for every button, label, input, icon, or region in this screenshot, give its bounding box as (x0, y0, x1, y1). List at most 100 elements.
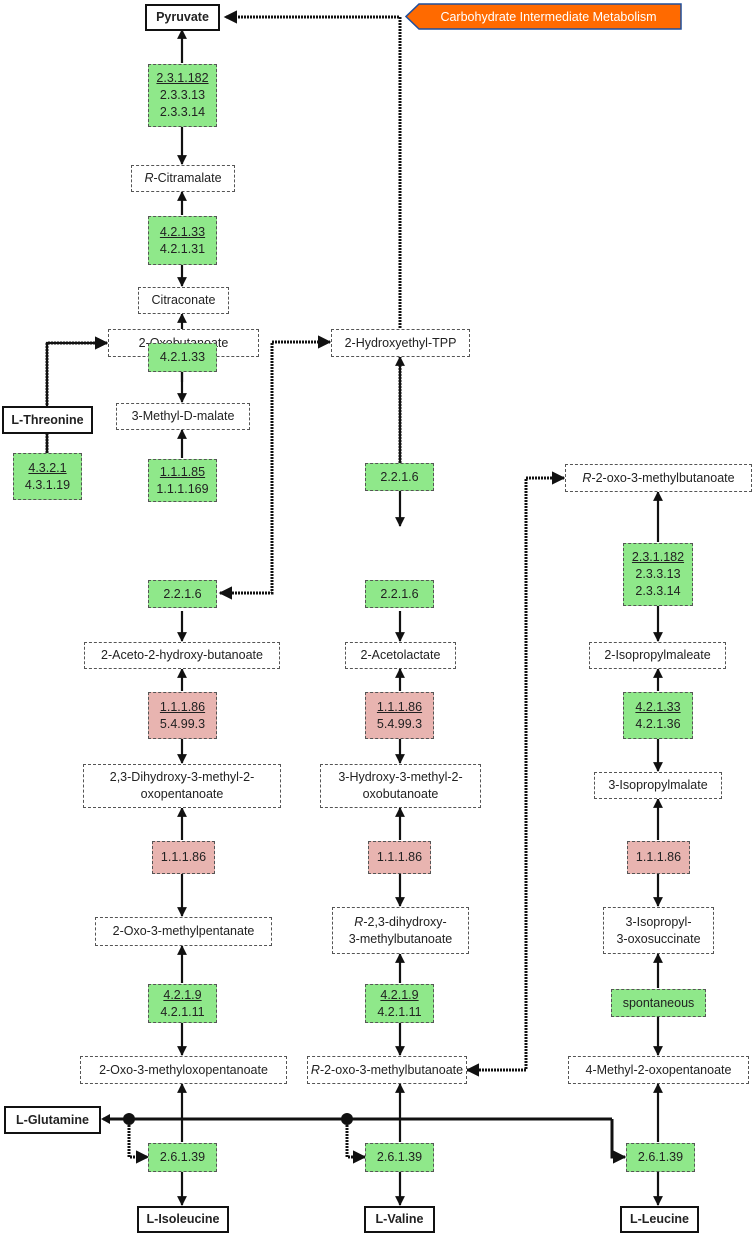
enzyme-box[interactable]: 2.2.1.6 (365, 580, 434, 608)
enzyme-box[interactable]: 4.3.2.1 4.3.1.19 (13, 453, 82, 500)
ec-number: 5.4.99.3 (376, 716, 423, 731)
enzyme-box[interactable]: 4.2.1.33 4.2.1.36 (623, 692, 693, 739)
node-r-dihydroxy-methylbutanoate[interactable]: R-2,3-dihydroxy- 3-methylbutanoate (332, 907, 469, 954)
banner-fill (404, 3, 682, 30)
stereo-prefix: R (582, 470, 592, 485)
ec-number: 4.2.1.33 (159, 350, 206, 364)
node-label-name: -2-oxo-3-methylbutanoate (319, 1062, 464, 1077)
banner-shape (404, 3, 682, 30)
junction-dot (123, 1113, 135, 1125)
enzyme-box[interactable]: 2.6.1.39 (626, 1143, 695, 1172)
enzyme-box[interactable]: 1.1.1.85 1.1.1.169 (148, 459, 217, 502)
ec-number: 4.2.1.11 (377, 1004, 422, 1019)
enzyme-box[interactable]: 4.2.1.9 4.2.1.11 (365, 984, 434, 1023)
ec-number: 2.2.1.6 (380, 469, 419, 484)
ec-number: 2.3.3.14 (635, 584, 681, 598)
node-l-threonine[interactable]: L-Threonine (2, 406, 93, 434)
edge-threonine (45, 336, 109, 453)
enzyme-box[interactable]: 2.3.1.182 2.3.3.13 2.3.3.14 (623, 543, 693, 606)
node-r-2-oxo-3-methylbutanoate-top[interactable]: R-2-oxo-3-methylbutanoate (565, 464, 752, 492)
node-4-methyl-2-oxopentanoate[interactable]: 4-Methyl-2-oxopentanoate (568, 1056, 749, 1084)
enzyme-box[interactable]: 2.2.1.6 (365, 463, 434, 491)
node-l-valine[interactable]: L-Valine (364, 1206, 435, 1233)
node-pyruvate[interactable]: Pyruvate (145, 4, 220, 31)
ec-number: 2.3.3.13 (635, 567, 681, 581)
stereo-prefix: R (144, 171, 154, 185)
enzyme-box[interactable]: 1.1.1.86 5.4.99.3 (148, 692, 217, 739)
ec-number: 1.1.1.85 (159, 464, 206, 479)
node-2-aceto-2-hydroxy-butanoate[interactable]: 2-Aceto-2-hydroxy-butanoate (84, 642, 280, 669)
enzyme-box[interactable]: 1.1.1.86 (368, 841, 431, 874)
ec-number: 4.2.1.36 (635, 716, 681, 731)
node-label-line1: 3-Hydroxy-3-methyl-2- (338, 770, 463, 784)
node-citraconate[interactable]: Citraconate (138, 287, 229, 314)
node-label: Citraconate (151, 293, 216, 307)
node-label-name: -2,3-dihydroxy- (363, 914, 447, 929)
junction-dot (341, 1113, 353, 1125)
ec-number: 1.1.1.86 (376, 699, 423, 714)
node-dihydroxy-methyl-oxopentanoate[interactable]: 2,3-Dihydroxy-3-methyl-2- oxopentanoate (83, 764, 281, 808)
enzyme-box[interactable]: 2.3.1.182 2.3.3.13 2.3.3.14 (148, 64, 217, 127)
edge (345, 1119, 367, 1164)
node-2-acetolactate[interactable]: 2-Acetolactate (345, 642, 456, 669)
ec-number: 4.2.1.11 (160, 1004, 205, 1019)
node-label-line2: oxopentanoate (140, 787, 224, 801)
carbohydrate-metabolism-link[interactable]: Carbohydrate Intermediate Metabolism (404, 3, 682, 30)
edge-valine-leucine (465, 471, 566, 1077)
edge (127, 1119, 150, 1164)
node-label: 2-Oxo-3-methylpentanate (112, 924, 255, 938)
stereo-prefix: R (354, 914, 364, 929)
ec-number: 2.3.1.182 (631, 550, 685, 564)
ec-number: 4.2.1.33 (635, 699, 681, 714)
enzyme-box[interactable]: spontaneous (611, 989, 706, 1017)
node-l-leucine[interactable]: L-Leucine (620, 1206, 699, 1233)
node-l-isoleucine[interactable]: L-Isoleucine (137, 1206, 229, 1233)
node-label: 3-Methyl-D-malate (131, 409, 235, 423)
node-2-oxo-3-methylpentanate[interactable]: 2-Oxo-3-methylpentanate (95, 917, 272, 946)
ec-number: 1.1.1.86 (635, 850, 682, 864)
node-label: L-Valine (375, 1212, 424, 1226)
node-3-methyl-d-malate[interactable]: 3-Methyl-D-malate (116, 403, 250, 430)
node-r-2-oxo-3-methylbutanoate-bottom[interactable]: R-2-oxo-3-methylbutanoate (307, 1056, 467, 1084)
node-label: L-Leucine (629, 1212, 690, 1226)
node-l-glutamine[interactable]: L-Glutamine (4, 1106, 101, 1134)
ec-number: 4.2.1.9 (163, 987, 202, 1002)
node-label: 2-Hydroxyethyl-TPP (344, 335, 457, 350)
node-citramalate[interactable]: R-Citramalate (131, 165, 235, 192)
node-3-isopropylmalate[interactable]: 3-Isopropylmalate (594, 772, 722, 799)
enzyme-box[interactable]: 4.2.1.33 4.2.1.31 (148, 216, 217, 265)
node-label: 3-Isopropylmalate (608, 778, 708, 792)
enzyme-box[interactable]: 2.6.1.39 (148, 1143, 217, 1172)
node-label-line2: oxobutanoate (362, 787, 439, 801)
enzyme-box[interactable]: 2.6.1.39 (365, 1143, 434, 1172)
enzyme-box[interactable]: 1.1.1.86 (152, 841, 215, 874)
enzyme-box[interactable]: 2.2.1.6 (148, 580, 217, 608)
enzyme-box[interactable]: 4.2.1.9 4.2.1.11 (148, 984, 217, 1023)
node-2-hydroxyethyl-tpp[interactable]: 2-Hydroxyethyl-TPP (331, 329, 470, 357)
node-hydroxy-methyl-oxobutanoate[interactable]: 3-Hydroxy-3-methyl-2- oxobutanoate (320, 764, 481, 808)
node-label: 2-Isopropylmaleate (604, 648, 711, 662)
node-label-name: -2-oxo-3-methylbutanoate (591, 470, 735, 485)
enzyme-box[interactable]: 1.1.1.86 5.4.99.3 (365, 692, 434, 739)
enzyme-box[interactable]: 4.2.1.33 (148, 343, 217, 372)
stereo-prefix: R (310, 1062, 320, 1077)
node-2-isopropylmaleate[interactable]: 2-Isopropylmaleate (589, 642, 726, 669)
node-label: 2-Oxo-3-methyloxopentanoate (99, 1062, 268, 1077)
node-label: R-2-oxo-3-methylbutanoate (582, 470, 734, 487)
node-label: 2-Acetolactate (360, 648, 441, 662)
node-label-name: -Citramalate (153, 171, 222, 185)
node-label-line1: R-2,3-dihydroxy- (354, 914, 446, 931)
ec-number: 2.3.3.13 (159, 88, 206, 102)
ec-number: 5.4.99.3 (159, 716, 206, 731)
enzyme-box[interactable]: 1.1.1.86 (627, 841, 690, 874)
node-2-oxo-3-methyloxopentanoate[interactable]: 2-Oxo-3-methyloxopentanoate (80, 1056, 287, 1084)
node-label-line1: 3-Isopropyl- (625, 914, 692, 929)
node-label-line2: 3-methylbutanoate (348, 931, 453, 946)
node-3-isopropyl-3-oxosuccinate[interactable]: 3-Isopropyl- 3-oxosuccinate (603, 907, 714, 954)
ec-number: spontaneous (622, 995, 695, 1010)
node-label: 4-Methyl-2-oxopentanoate (585, 1062, 732, 1077)
ec-number: 2.6.1.39 (376, 1150, 423, 1164)
ec-number: 2.6.1.39 (159, 1150, 206, 1164)
